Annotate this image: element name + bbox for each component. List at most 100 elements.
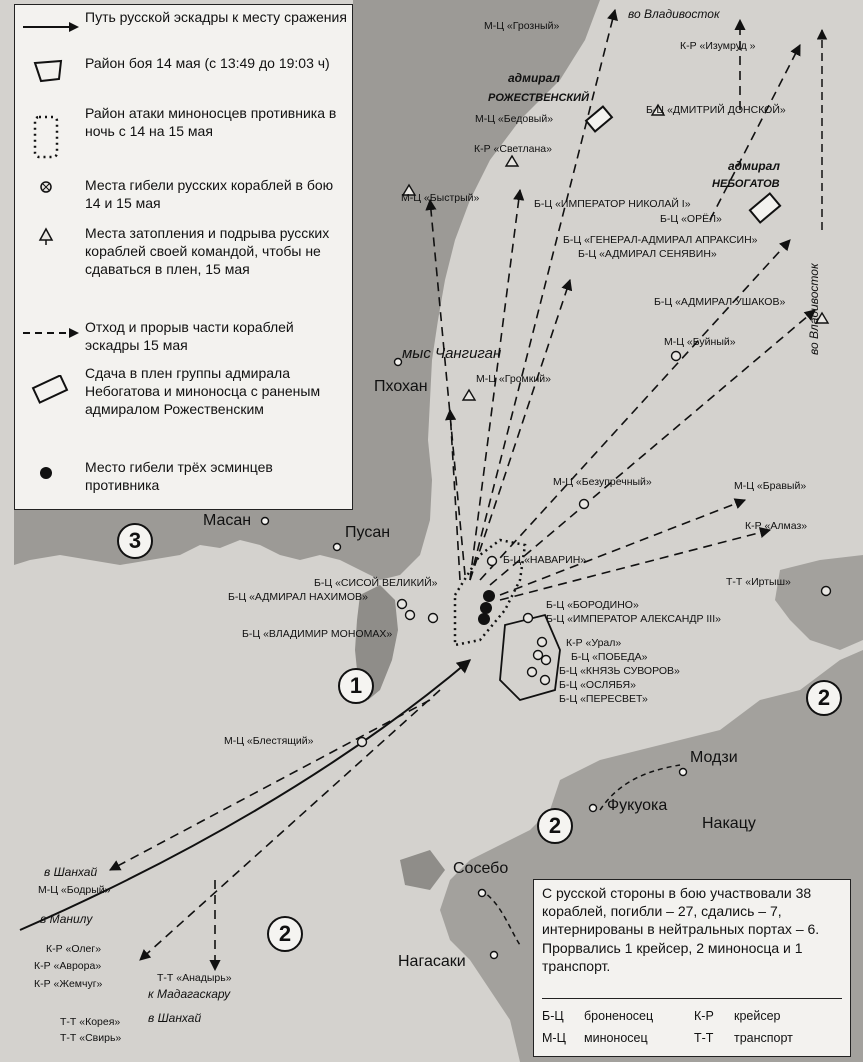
region-number-2: 2 bbox=[806, 680, 842, 716]
summary-divider bbox=[542, 998, 842, 999]
place-sosebo: Сосебо bbox=[453, 860, 509, 877]
abbr-code: Б-Ц bbox=[542, 1009, 564, 1023]
ship-label: М-Ц «Громкий» bbox=[476, 373, 551, 385]
ship-label: К-Р «Изумруд » bbox=[680, 40, 756, 52]
ship-label: М-Ц «Безупречный» bbox=[553, 476, 652, 488]
direction-vladivostok-right: во Владивосток bbox=[807, 263, 821, 355]
legend-text: Сдача в плен группы адмирала Небогатова … bbox=[85, 365, 321, 417]
ship-label: Б-Ц «АДМИРАЛ УШАКОВ» bbox=[654, 296, 786, 308]
direction-madagascar: к Мадагаскару bbox=[148, 987, 231, 1001]
place-phohan: Пхохан bbox=[374, 378, 428, 395]
ship-label: Б-Ц «ОРЁЛ» bbox=[660, 213, 722, 225]
ship-label: Б-Ц «ОСЛЯБЯ» bbox=[559, 679, 636, 691]
ship-label: Б-Ц «БОРОДИНО» bbox=[546, 599, 639, 611]
ship-label: К-Р «Аврора» bbox=[34, 960, 102, 972]
ship-label: Б-Ц «ПЕРЕСВЕТ» bbox=[559, 693, 648, 705]
breakout-routes bbox=[109, 8, 816, 972]
place-nakatsu: Накацу bbox=[702, 815, 756, 832]
ship-label: Б-Ц «ВЛАДИМИР МОНОМАХ» bbox=[242, 628, 393, 640]
ship-label: Б-Ц «НАВАРИН» bbox=[503, 554, 587, 566]
abbr-meaning: броненосец bbox=[584, 1009, 654, 1023]
enemy-destroyer-icon bbox=[40, 467, 52, 479]
region-number-2: 2 bbox=[267, 916, 303, 952]
ship-label: Б-Ц «КНЯЗЬ СУВОРОВ» bbox=[559, 665, 680, 677]
abbr-meaning: транспорт bbox=[734, 1031, 793, 1045]
ship-label: К-Р «Урал» bbox=[566, 637, 622, 649]
legend-text: Места гибели русских кораблей в бою 14 и… bbox=[85, 177, 334, 211]
summary-box: С русской стороны в бою участвовали 38 к… bbox=[533, 879, 851, 1057]
abbr-meaning: крейсер bbox=[734, 1009, 781, 1023]
region-number-2: 2 bbox=[537, 808, 573, 844]
ship-label: К-Р «Жемчуг» bbox=[34, 978, 103, 990]
surrender-icon bbox=[31, 375, 69, 404]
ship-label: Б-Ц «ИМПЕРАТОР НИКОЛАЙ I» bbox=[534, 198, 691, 210]
surrender-rect-nebogatov bbox=[748, 192, 782, 224]
direction-shanghai-2: в Шанхай bbox=[148, 1011, 202, 1025]
ship-label: М-Ц «Блестящий» bbox=[224, 735, 314, 747]
ship-label: Б-Ц «ГЕНЕРАЛ-АДМИРАЛ АПРАКСИН» bbox=[563, 234, 758, 246]
direction-manila: в Манилу bbox=[40, 912, 93, 926]
ship-label: Б-Ц «СИСОЙ ВЕЛИКИЙ» bbox=[314, 577, 438, 589]
enemy-destroyer-dot bbox=[478, 613, 490, 625]
ship-label: К-Р «Алмаз» bbox=[745, 520, 808, 532]
legend-text: Путь русской эскадры к месту сражения bbox=[85, 9, 347, 25]
ship-label: М-Ц «Буйный» bbox=[664, 336, 736, 348]
region-number-1: 1 bbox=[338, 668, 374, 704]
scuttled-ship-icon bbox=[38, 227, 54, 245]
admiral-neb-name: НЕБОГАТОВ bbox=[712, 178, 780, 190]
sunk-ship-icon bbox=[40, 181, 52, 193]
route-arrow-icon bbox=[23, 22, 79, 32]
ship-label: М-Ц «Бодрый» bbox=[38, 884, 111, 896]
ship-label: М-Ц «Грозный» bbox=[484, 20, 560, 32]
place-masan: Масан bbox=[203, 512, 252, 529]
ship-label: Т-Т «Иртыш» bbox=[726, 576, 791, 588]
place-fukuoka: Фукуока bbox=[607, 797, 668, 814]
abbr-code: М-Ц bbox=[542, 1031, 566, 1045]
battle-area bbox=[499, 613, 561, 702]
japan-coast-route bbox=[599, 764, 681, 811]
nagasaki-route bbox=[479, 889, 521, 946]
ship-label: Т-Т «Корея» bbox=[60, 1016, 121, 1028]
japan-honshu bbox=[775, 555, 863, 650]
main-route bbox=[19, 659, 472, 931]
legend-text: Район атаки миноносцев противника в ночь… bbox=[85, 105, 337, 139]
direction-shanghai-1: в Шанхай bbox=[44, 865, 98, 879]
ship-label: Т-Т «Анадырь» bbox=[157, 972, 232, 984]
place-modzi: Модзи bbox=[690, 749, 738, 766]
admiral-rozh-name: РОЖЕСТВЕНСКИЙ bbox=[488, 92, 590, 104]
region-number-3: 3 bbox=[117, 523, 153, 559]
ship-label: Б-Ц «ИМПЕРАТОР АЛЕКСАНДР III» bbox=[546, 613, 721, 625]
ship-label: К-Р «Светлана» bbox=[474, 143, 552, 155]
torpedo-attack-area-icon bbox=[33, 115, 59, 159]
place-pusan: Пусан bbox=[345, 524, 391, 541]
summary-text: С русской стороны в бою участвовали 38 к… bbox=[542, 885, 820, 974]
legend-text: Район боя 14 мая (с 13:49 до 19:03 ч) bbox=[85, 55, 330, 71]
ship-label: М-Ц «Быстрый» bbox=[401, 192, 480, 204]
map-legend: Путь русской эскадры к месту сражения Ра… bbox=[14, 4, 353, 510]
admiral-rozh-title: адмирал bbox=[508, 71, 560, 85]
korea-landmass bbox=[14, 0, 600, 580]
legend-text: Отход и прорыв части кораблей эскадры 15… bbox=[85, 319, 294, 353]
enemy-destroyer-dot bbox=[483, 590, 495, 602]
ship-label: Б-Ц «ПОБЕДА» bbox=[571, 651, 648, 663]
scuttled-ship-markers bbox=[401, 103, 830, 401]
surrender-rect-rozhestvensky bbox=[584, 105, 614, 133]
admiral-neb-title: адмирал bbox=[728, 159, 780, 173]
abbr-meaning: миноносец bbox=[584, 1031, 648, 1045]
ship-label: Б-Ц «АДМИРАЛ НАХИМОВ» bbox=[228, 591, 368, 603]
enemy-destroyer-dot bbox=[480, 602, 492, 614]
abbr-code: Т-Т bbox=[694, 1031, 714, 1045]
goto-islands bbox=[400, 850, 445, 890]
place-nagasaki: Нагасаки bbox=[398, 953, 466, 970]
city-dots bbox=[260, 357, 688, 960]
ship-label: К-Р «Олег» bbox=[46, 943, 102, 955]
torpedo-attack-area bbox=[453, 538, 527, 647]
direction-vladivostok-top: во Владивосток bbox=[628, 7, 720, 21]
legend-text: Места затопления и подрыва русских кораб… bbox=[85, 225, 330, 277]
battle-area-icon bbox=[33, 59, 63, 83]
ship-label: Т-Т «Свирь» bbox=[60, 1032, 122, 1044]
dashed-arrow-icon bbox=[23, 328, 79, 338]
place-cape: мыс Чангиган bbox=[402, 345, 502, 362]
legend-text: Место гибели трёх эсминцев противника bbox=[85, 459, 273, 493]
abbr-code: К-Р bbox=[694, 1009, 714, 1023]
